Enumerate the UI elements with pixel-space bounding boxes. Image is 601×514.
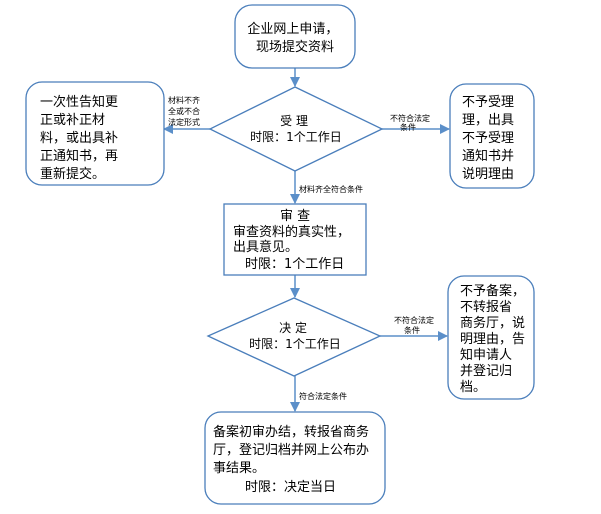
- final-box: [204, 411, 386, 505]
- review-box: [223, 203, 367, 276]
- edge-label-not-qualified-top: 不符合法定 条件: [390, 113, 433, 132]
- node-labels: 企业网上申请， 现场提交资料 受 理 时限：1个工作日 一次性告知更 正或补正材…: [40, 21, 529, 495]
- edge-label-not-qualified-bottom: 不符合法定 条件: [394, 315, 437, 335]
- edge-label-qualified: 符合法定条件: [299, 391, 347, 401]
- start-text: 企业网上申请， 现场提交资料: [247, 21, 342, 55]
- reject-accept-box: [449, 83, 535, 189]
- connectors: [163, 68, 450, 412]
- supplement-box: [25, 81, 165, 186]
- edge-labels: 材料不齐 全或不合 法定形式 不符合法定 条件 材料齐全符合条件 不符合法定 条…: [168, 95, 437, 401]
- reject-decision-text: 不予备案， 不转报省 商务厅，说 明理由，告 知申请人 并登记归 档。: [460, 283, 529, 395]
- decision-diamond: [206, 297, 382, 377]
- supplement-text: 一次性告知更 正或补正材 料，或出具补 正通知书，再 重新提交。: [40, 94, 122, 182]
- reject-accept-text: 不予受理 理，出具 不予受理 通知书并 说明理由: [462, 95, 518, 182]
- accept-text: 受 理 时限：1个工作日: [250, 114, 342, 144]
- start-box: [234, 4, 356, 69]
- final-text: 备案初审办结，转报省商务 厅，登记归档并网上公布办 事结果。 时限：决定当日: [213, 424, 373, 495]
- accept-diamond: [208, 86, 384, 172]
- reject-decision-box: [447, 275, 535, 400]
- shapes: [25, 4, 535, 505]
- decision-text: 决 定 时限：1个工作日: [249, 320, 341, 351]
- edge-label-incomplete: 材料不齐 全或不合 法定形式: [168, 95, 203, 127]
- edge-label-complete: 材料齐全符合条件: [299, 184, 363, 194]
- review-text: 审 查 审查资料的真实性， 出具意见。 时限：1个工作日: [233, 209, 354, 272]
